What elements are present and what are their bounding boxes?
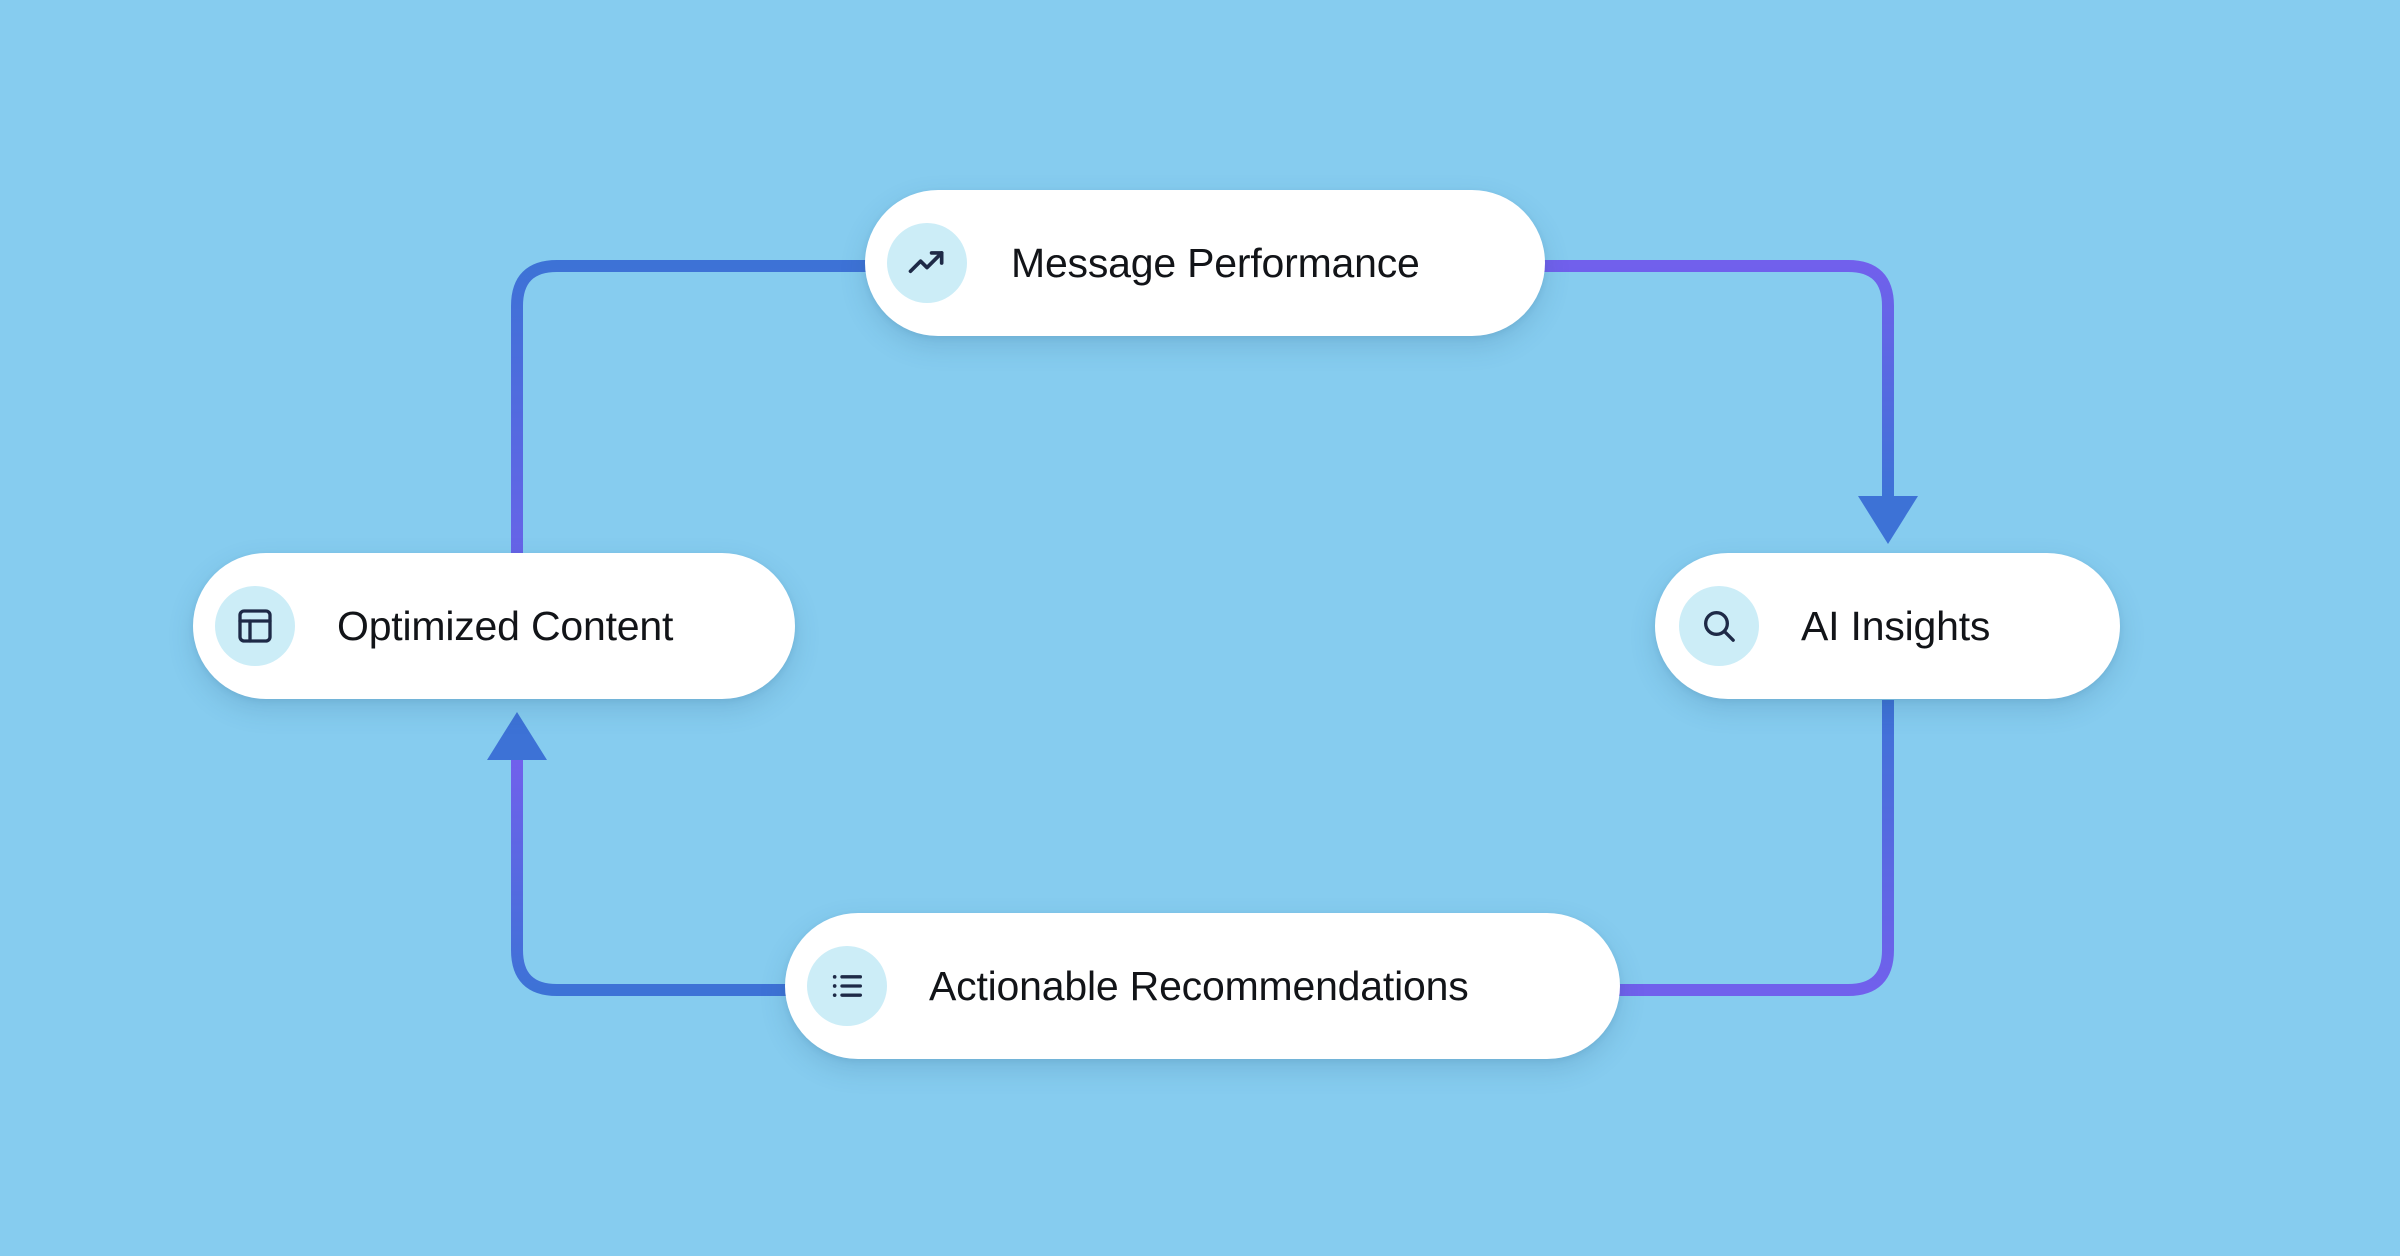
node-label-optimized-content: Optimized Content: [337, 602, 674, 649]
node-label-actionable-recommendations: Actionable Recommendations: [929, 962, 1469, 1009]
search-icon: [1679, 586, 1759, 666]
connector-insights-to-recommendations: [1618, 700, 1894, 996]
node-actionable-recommendations[interactable]: Actionable Recommendations: [785, 913, 1620, 1059]
connector-recommendations-to-content: [511, 760, 790, 996]
arrowhead-up-icon: [487, 712, 547, 760]
layout-panel-icon: [215, 586, 295, 666]
node-message-performance[interactable]: Message Performance: [865, 190, 1545, 336]
trending-up-icon: [887, 223, 967, 303]
node-label-message-performance: Message Performance: [1011, 239, 1420, 286]
bulleted-list-icon: [807, 946, 887, 1026]
node-ai-insights[interactable]: AI Insights: [1655, 553, 2120, 699]
node-label-ai-insights: AI Insights: [1801, 602, 1991, 649]
arrowhead-down-icon: [1858, 496, 1918, 544]
node-optimized-content[interactable]: Optimized Content: [193, 553, 795, 699]
connector-performance-to-insights: [1540, 260, 1894, 496]
connector-content-to-performance: [511, 260, 880, 620]
